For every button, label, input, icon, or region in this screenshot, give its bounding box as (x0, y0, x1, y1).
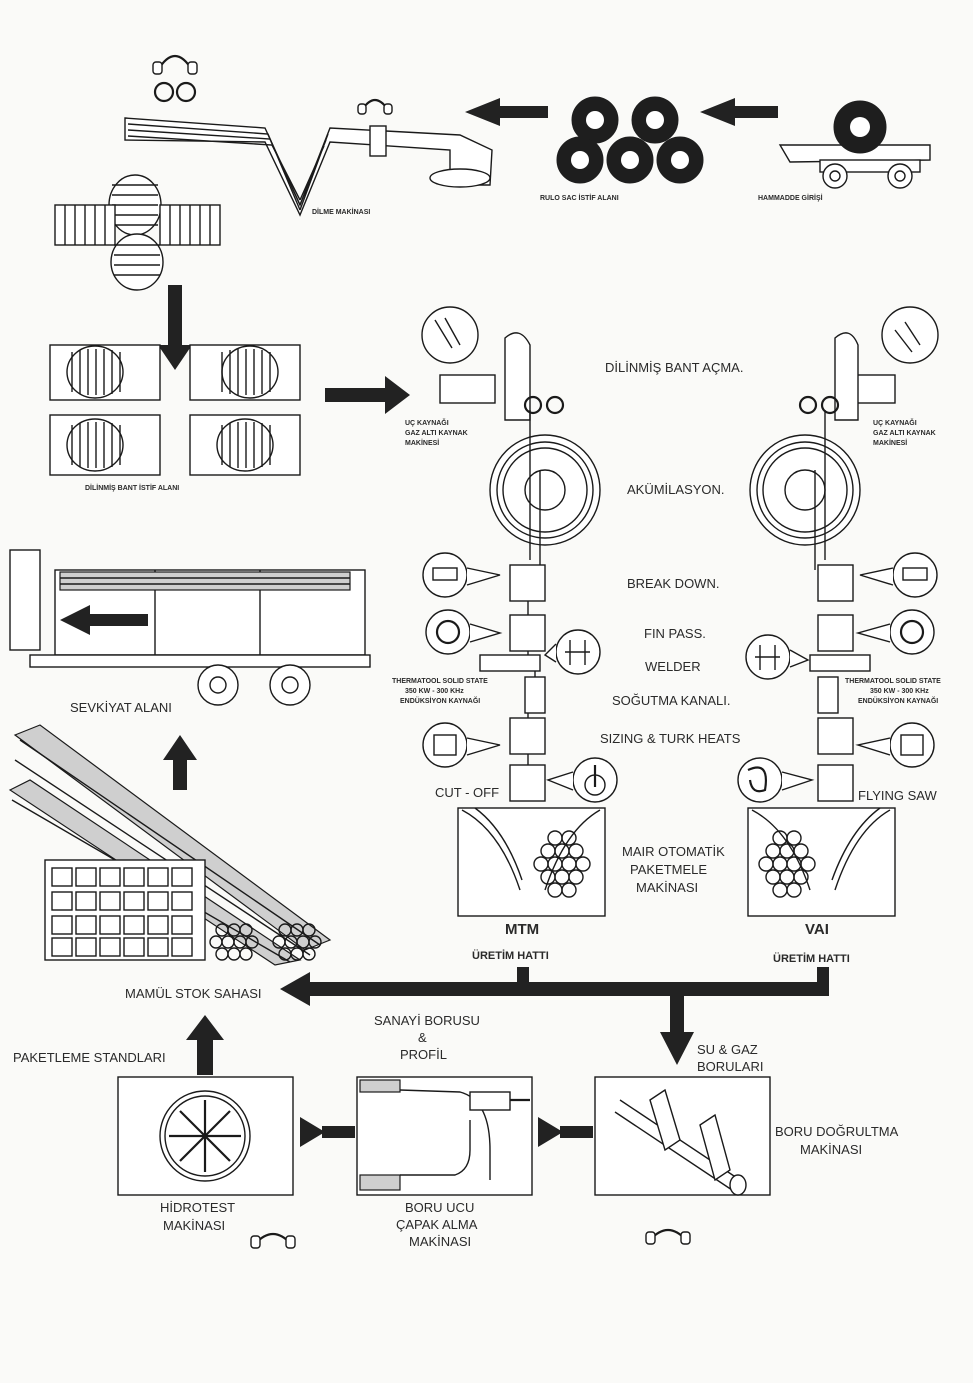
slitting-machine-illustration (125, 118, 492, 215)
raw-material-entry-illustration (780, 101, 930, 188)
vai-line-illustration (738, 307, 938, 916)
arrow-icon (465, 98, 548, 126)
slitting-machine-label: DİLME MAKİNASI (312, 208, 370, 216)
accumulation-label: AKÜMİLASYON. (627, 482, 725, 497)
slit-band-stock-label: DİLİNMİŞ BANT İSTİF ALANI (85, 484, 179, 492)
flying-saw-label: FLYING SAW (858, 788, 937, 803)
welder-label: WELDER (645, 659, 701, 674)
hydrotest-illustration (118, 1077, 293, 1195)
slit-coil-cross-illustration (55, 175, 220, 290)
coil-stock-label: RULO SAC İSTİF ALANI (540, 194, 619, 202)
arrow-icon (700, 98, 778, 126)
headphones-icon (646, 1230, 690, 1244)
arrow-icon (158, 285, 192, 370)
headphones-icon (153, 56, 197, 74)
mtm-label: MTM (505, 921, 539, 938)
vai-label: VAI (805, 921, 829, 938)
arrow-icon (186, 1015, 224, 1075)
production-line-left-label: ÜRETİM HATTI (472, 949, 549, 962)
glasses-icon (155, 83, 195, 101)
headphones-icon (358, 100, 392, 114)
industrial-pipe-label: SANAYİ BORUSU&PROFİL (374, 1013, 480, 1062)
product-stock-illustration (10, 725, 330, 965)
break-down-label: BREAK DOWN. (627, 576, 719, 591)
straightening-illustration (595, 1077, 770, 1195)
cooling-channel-label: SOĞUTMA KANALI. (612, 693, 730, 708)
raw-material-label: HAMMADDE GİRİŞİ (758, 194, 823, 202)
truck-icon (10, 550, 370, 705)
arrow-icon (325, 376, 410, 414)
arrow-icon (300, 1117, 325, 1147)
arrow-icon (538, 1117, 563, 1147)
fin-pass-label: FIN PASS. (644, 626, 706, 641)
arrow-icon (163, 735, 197, 790)
packing-stands-label: PAKETLEME STANDLARI (13, 1050, 166, 1065)
uncoiling-label: DİLİNMİŞ BANT AÇMA. (605, 360, 743, 375)
cut-off-label: CUT - OFF (435, 785, 499, 800)
product-stock-label: MAMÜL STOK SAHASI (125, 986, 262, 1001)
headphones-icon (251, 1234, 295, 1248)
production-line-right-label: ÜRETİM HATTI (773, 952, 850, 965)
coil-stock-illustration (557, 97, 703, 183)
mtm-line-illustration (422, 307, 617, 916)
deburring-illustration (357, 1077, 532, 1195)
sizing-label: SIZING & TURK HEATS (600, 731, 741, 746)
shipping-area-label: SEVKİYAT ALANI (70, 700, 172, 715)
